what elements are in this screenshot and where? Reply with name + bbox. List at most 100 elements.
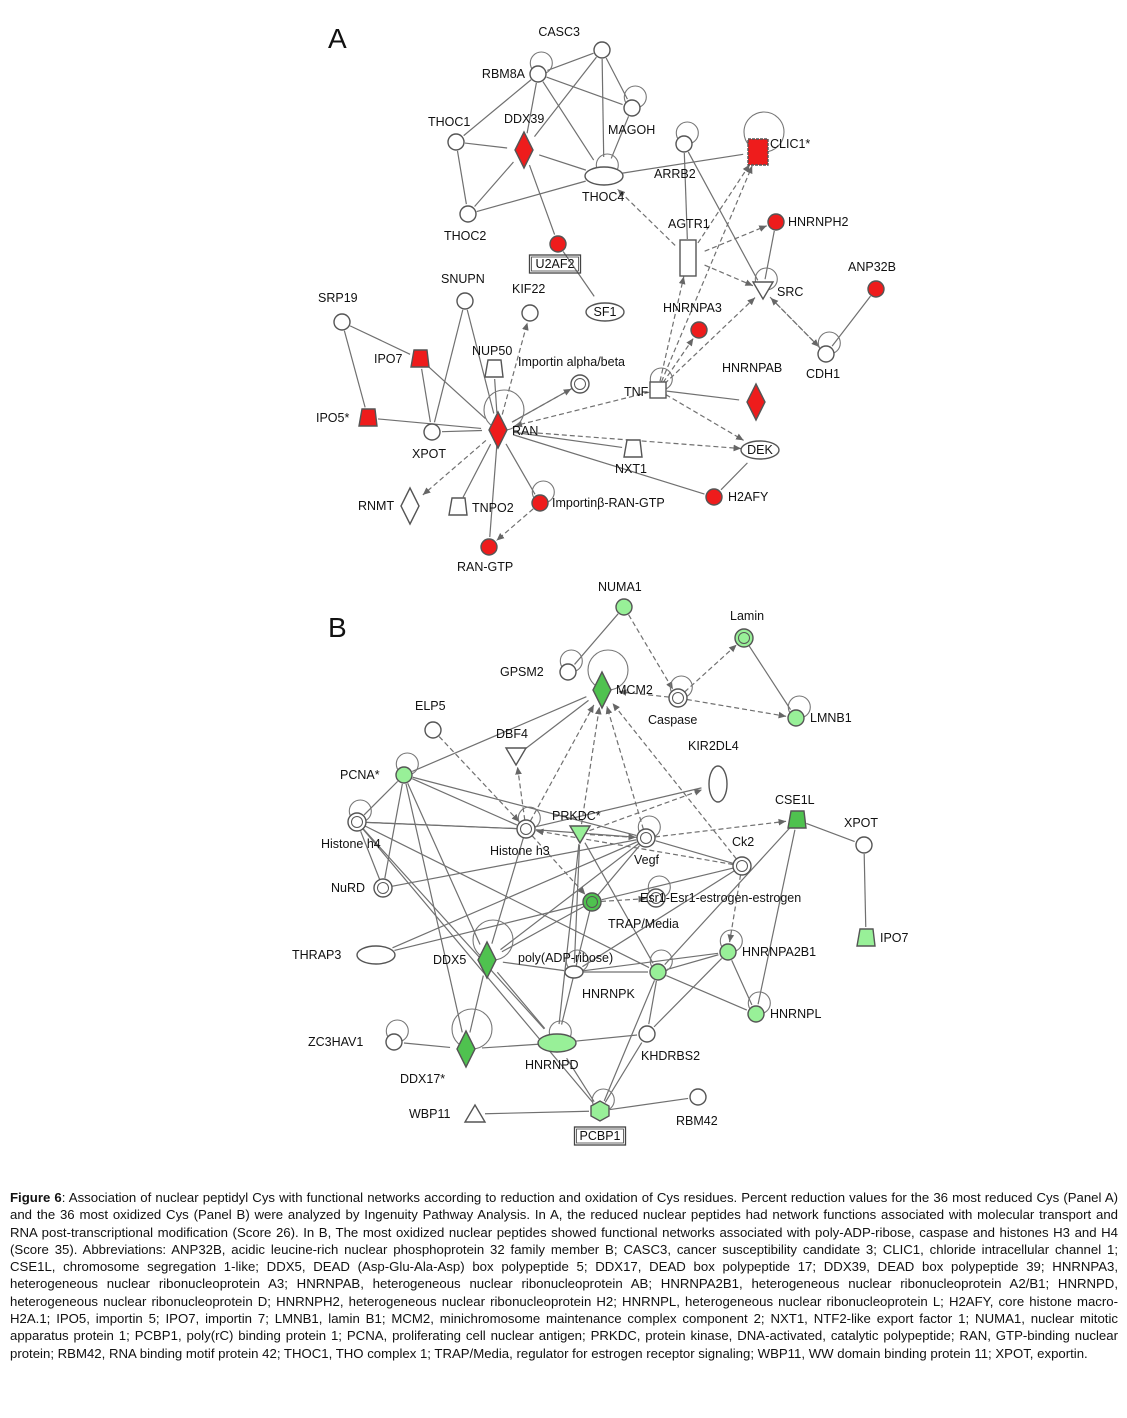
node-rbm8a[interactable]: RBM8A — [482, 51, 553, 83]
node-shape-hnrnpab — [746, 382, 766, 422]
node-hnrnph2[interactable]: HNRNPH2 — [767, 213, 848, 231]
node-label-srp19: SRP19 — [318, 291, 358, 305]
node-casc3[interactable]: CASC3 — [538, 25, 611, 59]
node-shape-caspase — [668, 688, 688, 708]
node-mcm2[interactable]: MCM2 — [587, 649, 653, 710]
edge-HNRNPD-PCBP1 — [566, 1057, 595, 1103]
node-thoc1[interactable]: THOC1 — [428, 115, 470, 151]
node-pcna[interactable]: PCNA* — [340, 752, 419, 784]
node-label-elp5: ELP5 — [415, 699, 446, 713]
node-hnrnpk[interactable]: HNRNPK — [582, 949, 673, 1001]
node-esr1[interactable]: Esr1-Esr1-estrogen-estrogen — [640, 875, 801, 908]
edge-polyADP-PRKDC — [573, 844, 581, 964]
node-rbm42[interactable]: RBM42 — [676, 1088, 718, 1128]
node-cse1l[interactable]: CSE1L — [775, 793, 815, 829]
node-hnrnpd[interactable]: HNRNPD — [525, 1020, 578, 1072]
node-dek[interactable]: DEK — [740, 440, 780, 460]
node-shape-lamin — [734, 628, 754, 648]
edges-layer — [343, 52, 871, 541]
node-srp19[interactable]: SRP19 — [318, 291, 358, 331]
node-ddx5[interactable]: DDX5 — [433, 919, 514, 980]
node-kif22[interactable]: KIF22 — [512, 282, 545, 322]
node-dbf4[interactable]: DBF4 — [496, 727, 528, 767]
node-h4[interactable]: Histone h4 — [321, 799, 381, 851]
node-snupn[interactable]: SNUPN — [441, 272, 485, 310]
node-ran[interactable]: RAN — [483, 389, 538, 450]
node-shape-srp19 — [333, 313, 351, 331]
node-tnf[interactable]: TNF — [624, 367, 673, 399]
node-caspase[interactable]: Caspase — [648, 675, 697, 727]
node-ipo7a[interactable]: IPO7 — [374, 349, 430, 368]
node-tnpo2[interactable]: TNPO2 — [448, 497, 514, 516]
node-label-khdrbs2: KHDRBS2 — [641, 1049, 700, 1063]
node-polyadp[interactable]: poly(ADP-ribose) — [518, 949, 613, 979]
node-sf1[interactable]: SF1 — [585, 302, 625, 322]
node-khdrbs2[interactable]: KHDRBS2 — [638, 1025, 700, 1063]
edge-CDH1-SRC — [770, 297, 821, 349]
node-anp32b[interactable]: ANP32B — [848, 260, 896, 298]
edge-HNRNPD-KHDRBS2 — [574, 1034, 638, 1042]
node-thoc2[interactable]: THOC2 — [444, 205, 486, 243]
edge-TRAP-DDX5 — [501, 905, 585, 953]
node-agtr1[interactable]: AGTR1 — [668, 217, 710, 277]
node-ddx17[interactable]: DDX17* — [400, 1008, 493, 1086]
edge-H4-PCBP1 — [362, 828, 594, 1103]
node-gpsm2[interactable]: GPSM2 — [500, 649, 583, 681]
node-rnmt[interactable]: RNMT — [358, 486, 420, 526]
node-clic1[interactable]: CLIC1* — [743, 111, 810, 166]
node-arrb2[interactable]: ARRB2 — [654, 121, 699, 181]
node-src[interactable]: SRC — [751, 267, 803, 301]
node-nxt1[interactable]: NXT1 — [615, 439, 647, 476]
node-nurd[interactable]: NuRD — [331, 878, 393, 898]
node-xpota[interactable]: XPOT — [412, 423, 446, 461]
node-hnrnpa3[interactable]: HNRNPA3 — [663, 301, 722, 339]
edge-AGTR1-SRC — [704, 264, 754, 287]
edge-CSE1L-HNRNPL — [757, 829, 796, 1005]
node-prkdc[interactable]: PRKDC* — [552, 809, 601, 845]
edge-ELP5-H3 — [438, 736, 520, 823]
edge-CSE1L-XPOTB — [806, 822, 855, 843]
node-magoh[interactable]: MAGOH — [608, 85, 655, 137]
node-impab[interactable]: Importin alpha/beta — [518, 355, 625, 394]
node-lamin[interactable]: Lamin — [730, 609, 764, 648]
node-cdh1[interactable]: CDH1 — [806, 331, 841, 381]
node-trap[interactable]: TRAP/Media — [582, 892, 679, 931]
edges-layer — [360, 613, 867, 1115]
node-shape-hnrnpa3 — [690, 321, 708, 339]
node-label-anp32b: ANP32B — [848, 260, 896, 274]
edge-ARRB2-AGTR1 — [683, 152, 688, 240]
node-xpotb[interactable]: XPOT — [844, 816, 878, 854]
edge-IPO7A-XPOTA — [421, 368, 431, 423]
node-rangtp[interactable]: RAN-GTP — [457, 538, 513, 574]
node-shape-cdh1 — [817, 345, 835, 363]
node-ipo5[interactable]: IPO5* — [316, 408, 378, 427]
node-label-ipo7a: IPO7 — [374, 352, 403, 366]
node-h2afy[interactable]: H2AFY — [705, 488, 769, 506]
node-ck2[interactable]: Ck2 — [732, 835, 754, 876]
node-wbp11[interactable]: WBP11 — [409, 1103, 487, 1123]
node-shape-rbm8a — [529, 65, 547, 83]
edge-RBM8A-THOC1 — [463, 79, 532, 137]
node-hnrnpl[interactable]: HNRNPL — [747, 991, 821, 1023]
node-hnrnpa2b1[interactable]: HNRNPA2B1 — [719, 929, 816, 961]
node-nup50[interactable]: NUP50 — [472, 344, 512, 378]
node-u2af2[interactable]: U2AF2 — [528, 235, 582, 274]
node-pcbp1[interactable]: PCBP1 — [573, 1088, 627, 1146]
node-hnrnpab[interactable]: HNRNPAB — [722, 361, 782, 422]
node-zc3hav1[interactable]: ZC3HAV1 — [308, 1019, 409, 1051]
node-thoc4[interactable]: THOC4 — [582, 153, 624, 204]
node-elp5[interactable]: ELP5 — [415, 699, 446, 739]
node-h3[interactable]: Histone h3 — [490, 806, 550, 858]
node-ddx39[interactable]: DDX39 — [504, 112, 544, 170]
node-lmnb1[interactable]: LMNB1 — [787, 695, 852, 727]
node-kir2dl4[interactable]: KIR2DL4 — [688, 739, 739, 803]
edge-RAN-H2AFY — [513, 434, 705, 495]
node-impran[interactable]: Importinβ-RAN-GTP — [531, 480, 665, 512]
node-shape-arrb2 — [675, 135, 693, 153]
node-ipo7b[interactable]: IPO7 — [856, 928, 909, 947]
edge-SNUPN-XPOTA — [433, 309, 464, 423]
node-vegf[interactable]: Vegf — [634, 815, 661, 867]
node-numa1[interactable]: NUMA1 — [598, 580, 642, 616]
node-thrap3[interactable]: THRAP3 — [292, 945, 396, 965]
edge-Vegf-H3 — [535, 829, 638, 838]
